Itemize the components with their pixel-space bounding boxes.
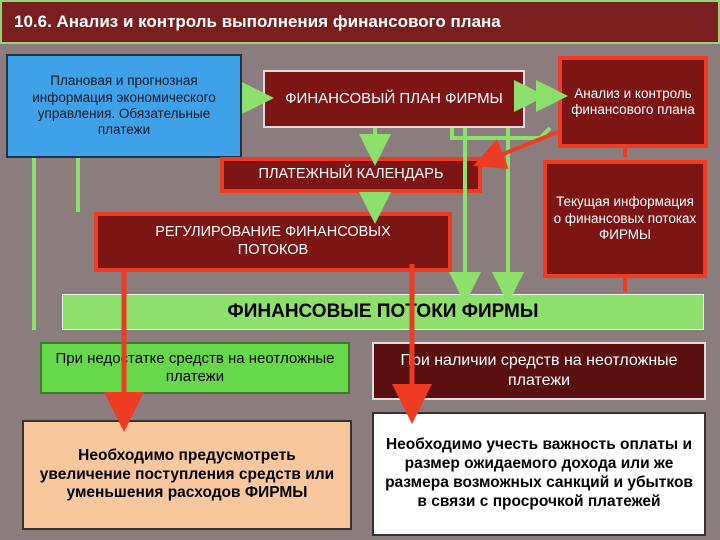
payment-calendar-box: ПЛАТЕЖНЫЙ КАЛЕНДАРЬ [220, 157, 482, 193]
planning-info-box: Плановая и прогнозная информация экономи… [6, 54, 242, 158]
arrow-analysis-to-calendar [473, 130, 559, 169]
current-info-box: Текущая информация о финансовых потоках … [543, 160, 707, 278]
shortage-condition-box: При недостатке средств на неотложные пла… [40, 342, 350, 394]
page-title: 10.6. Анализ и контроль выполнения финан… [0, 0, 720, 44]
regulation-box: РЕГУЛИРОВАНИЕ ФИНАНСОВЫХ ПОТОКОВ [94, 212, 452, 272]
financial-flows-band: ФИНАНСОВЫЕ ПОТОКИ ФИРМЫ [62, 294, 704, 330]
surplus-action-box: Необходимо учесть важность оплаты и разм… [372, 412, 706, 536]
financial-plan-box: ФИНАНСОВЫЙ ПЛАН ФИРМЫ [263, 70, 525, 128]
arrow-plan-loop [450, 126, 552, 140]
analysis-control-box: Анализ и контроль финансового плана [558, 56, 708, 148]
shortage-action-box: Необходимо предусмотреть увеличение пост… [22, 420, 352, 530]
